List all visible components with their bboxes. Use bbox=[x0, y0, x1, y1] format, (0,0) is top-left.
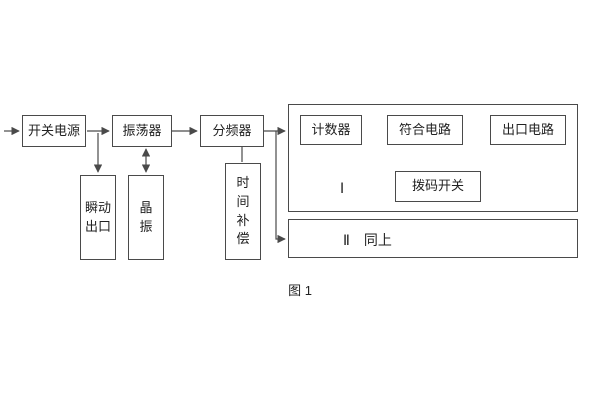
coincidence-circuit-box: 符合电路 bbox=[387, 115, 463, 145]
group2-label: Ⅱ 同上 bbox=[343, 232, 392, 248]
output-circuit-box: 出口电路 bbox=[490, 115, 566, 145]
crystal-oscillator-box: 晶 振 bbox=[128, 175, 164, 260]
arrow-branch-to-group2 bbox=[275, 131, 286, 244]
dip-switch-box: 拨码开关 bbox=[395, 171, 481, 202]
group1-label: Ⅰ bbox=[340, 180, 345, 196]
frequency-divider-box: 分频器 bbox=[200, 115, 264, 147]
time-compensation-box: 时 间 补 偿 bbox=[225, 163, 261, 260]
power-supply-box: 开关电源 bbox=[22, 115, 86, 147]
oscillator-box: 振荡器 bbox=[112, 115, 172, 147]
group2-container bbox=[288, 219, 578, 258]
figure-caption: 图 1 bbox=[288, 283, 312, 298]
instant-output-box: 瞬动 出口 bbox=[80, 175, 116, 260]
counter-box: 计数器 bbox=[300, 115, 362, 145]
